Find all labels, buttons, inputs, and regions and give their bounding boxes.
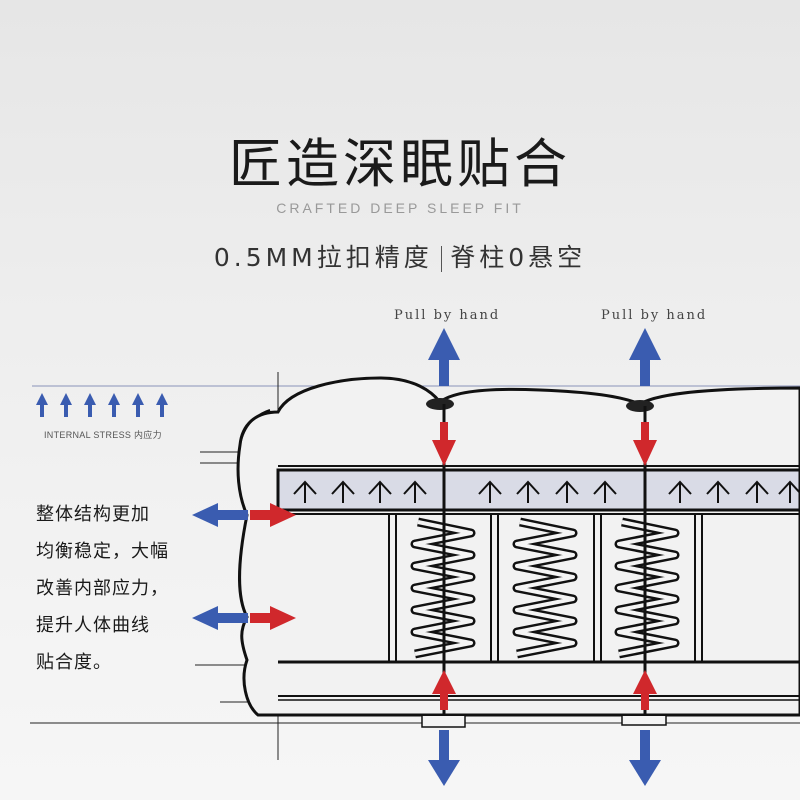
up-arrow-icon <box>555 480 579 503</box>
description-line: 均衡稳定，大幅 <box>36 541 169 562</box>
spring-coil-highlight <box>515 520 575 656</box>
pull-by-hand-label-left: Pull by hand <box>394 308 501 323</box>
stress-up-arrow-icon <box>60 393 72 417</box>
description-text: 整体结构更加 均衡稳定，大幅 改善内部应力， 提升人体曲线 贴合度。 <box>36 496 169 681</box>
stress-up-arrow-icon <box>156 393 168 417</box>
compress-down-arrow-left <box>432 422 456 466</box>
internal-stress-arrows <box>36 393 168 417</box>
spring-coil-highlight <box>617 520 677 656</box>
springs <box>410 517 680 659</box>
bottom-anchors <box>421 716 667 728</box>
blue-arrows <box>192 328 661 786</box>
description-line: 整体结构更加 <box>36 504 150 525</box>
up-arrow-icon <box>293 480 317 503</box>
spring-pockets <box>278 515 800 701</box>
spring-coil-highlight <box>413 520 473 656</box>
page-title: 匠造深眠贴合 <box>229 134 571 195</box>
side-in-arrow-lower <box>250 606 296 630</box>
comfort-layer <box>276 465 800 515</box>
side-in-arrow-upper <box>250 503 296 527</box>
description-line: 改善内部应力， <box>36 578 169 599</box>
tagline-precision: 0.5MM拉扣精度 <box>213 243 433 272</box>
up-arrow-icon <box>368 480 392 503</box>
compress-up-arrow-right <box>633 670 657 710</box>
layer-arrows <box>293 480 800 503</box>
tagline: 0.5MM拉扣精度脊柱0悬空 <box>0 238 800 274</box>
pull-down-arrow-left <box>428 730 460 786</box>
side-out-arrow-lower <box>192 606 248 630</box>
up-arrow-icon <box>403 480 427 503</box>
stress-up-arrow-icon <box>84 393 96 417</box>
tagline-divider <box>440 246 443 272</box>
page-subtitle: CRAFTED DEEP SLEEP FIT <box>276 200 524 216</box>
red-arrows <box>250 422 657 710</box>
compress-down-arrow-right <box>633 422 657 466</box>
side-out-arrow-upper <box>192 503 248 527</box>
tuft-button-right <box>626 400 654 412</box>
internal-stress-label: INTERNAL STRESS 内应力 <box>44 430 162 440</box>
up-arrow-icon <box>706 480 730 503</box>
description-line: 贴合度。 <box>36 652 112 673</box>
stress-up-arrow-icon <box>132 393 144 417</box>
compress-up-arrow-left <box>432 670 456 710</box>
up-arrow-icon <box>778 480 800 503</box>
up-arrow-icon <box>593 480 617 503</box>
pull-by-hand-label-right: Pull by hand <box>601 308 708 323</box>
up-arrow-icon <box>331 480 355 503</box>
pull-down-arrow-right <box>629 730 661 786</box>
description-line: 提升人体曲线 <box>36 615 150 636</box>
up-arrow-icon <box>516 480 540 503</box>
pull-up-arrow-right <box>629 328 661 386</box>
up-arrow-icon <box>745 480 769 503</box>
tagline-spine: 脊柱0悬空 <box>450 243 587 272</box>
stress-up-arrow-icon <box>108 393 120 417</box>
up-arrow-icon <box>668 480 692 503</box>
up-arrow-icon <box>478 480 502 503</box>
stress-up-arrow-icon <box>36 393 48 417</box>
pull-up-arrow-left <box>428 328 460 386</box>
tuft-button-left <box>426 398 454 410</box>
